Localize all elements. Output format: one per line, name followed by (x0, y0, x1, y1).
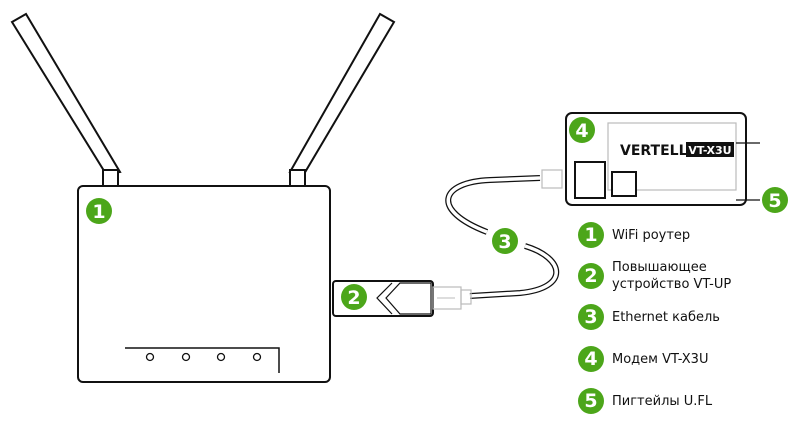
router-antenna-right (288, 12, 396, 187)
connection-diagram: VERTELL VT-X3U 1 2 3 4 5 (10, 12, 788, 383)
modem-brand-logo: VERTELL (620, 143, 688, 159)
legend-label: WiFi роутер (612, 227, 691, 243)
legend-label: Ethernet кабель (612, 309, 720, 325)
legend-label: Повышающее устройство VT-UP (612, 260, 732, 292)
legend-badge: 3 (578, 304, 604, 330)
router-led (216, 352, 226, 362)
legend-item: 3 Ethernet кабель (578, 304, 742, 330)
legend-badge: 2 (578, 263, 604, 289)
badge-3: 3 (492, 228, 518, 254)
svg-text:4: 4 (575, 120, 588, 142)
router-led (252, 352, 262, 362)
legend-item: 4 Модем VT-X3U (578, 346, 742, 372)
modem-model-logo: VT-X3U (688, 144, 731, 157)
svg-text:1: 1 (92, 201, 105, 223)
badge-1: 1 (86, 198, 112, 224)
legend-label: Пигтейлы U.FL (612, 393, 713, 409)
legend-label: Модем VT-X3U (612, 351, 709, 367)
legend-item: 2 Повышающее устройство VT-UP (578, 259, 742, 293)
legend-badge: 4 (578, 346, 604, 372)
router-led (145, 352, 155, 362)
wifi-router (77, 185, 331, 383)
svg-text:2: 2 (347, 287, 360, 309)
svg-text:5: 5 (768, 190, 781, 212)
legend-badge: 5 (578, 388, 604, 414)
badge-4: 4 (569, 117, 595, 143)
svg-text:3: 3 (498, 231, 511, 253)
badge-5: 5 (762, 187, 788, 213)
router-led (181, 352, 191, 362)
ethernet-cable (445, 175, 560, 299)
badge-2: 2 (341, 284, 367, 310)
legend-item: 1 WiFi роутер (578, 222, 742, 248)
legend-item: 5 Пигтейлы U.FL (578, 388, 742, 414)
legend: 1 WiFi роутер 2 Повышающее устройство VT-U… (578, 222, 742, 425)
router-antenna-left (10, 12, 122, 187)
modem: VERTELL VT-X3U (541, 112, 760, 206)
legend-badge: 1 (578, 222, 604, 248)
